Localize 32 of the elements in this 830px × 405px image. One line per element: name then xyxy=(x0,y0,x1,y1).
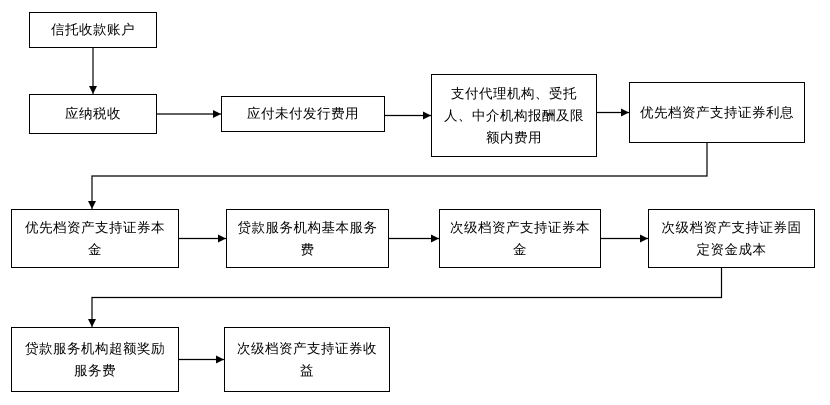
process-box xyxy=(226,209,389,268)
arrow xyxy=(88,268,722,327)
arrow xyxy=(89,48,97,94)
process-box xyxy=(629,82,805,143)
process-box xyxy=(29,94,157,134)
process-box xyxy=(11,209,179,268)
arrow xyxy=(179,234,226,242)
process-box xyxy=(11,327,179,392)
box-label: 贷款服务机构基本服务费 xyxy=(236,218,378,260)
process-box xyxy=(648,209,815,268)
box-label: 次级档资产支持证券固定资金成本 xyxy=(660,218,802,260)
box-label: 应纳税收 xyxy=(65,105,121,124)
process-box xyxy=(431,74,597,157)
arrow xyxy=(179,356,224,364)
arrow xyxy=(601,234,648,242)
box-label: 次级档资产支持证券收益 xyxy=(236,340,378,380)
box-label: 次级档资产支持证券本金 xyxy=(449,218,591,260)
process-box xyxy=(221,96,385,132)
box-label: 应付未付发行费用 xyxy=(247,105,359,124)
arrow xyxy=(597,108,629,116)
process-box xyxy=(224,327,390,392)
box-label: 优先档资产支持证券利息 xyxy=(640,104,794,122)
arrow xyxy=(385,112,431,120)
arrow xyxy=(88,143,708,209)
box-label: 优先档资产支持证券本金 xyxy=(24,218,166,260)
box-label: 贷款服务机构超额奖励服务费 xyxy=(24,340,166,380)
arrow xyxy=(389,234,439,242)
box-label: 信托收款账户 xyxy=(51,21,135,40)
arrow xyxy=(157,110,221,118)
box-label: 支付代理机构、受托人、中介机构报酬及限额内费用 xyxy=(443,84,585,148)
process-box xyxy=(439,209,601,268)
process-box xyxy=(29,12,157,48)
